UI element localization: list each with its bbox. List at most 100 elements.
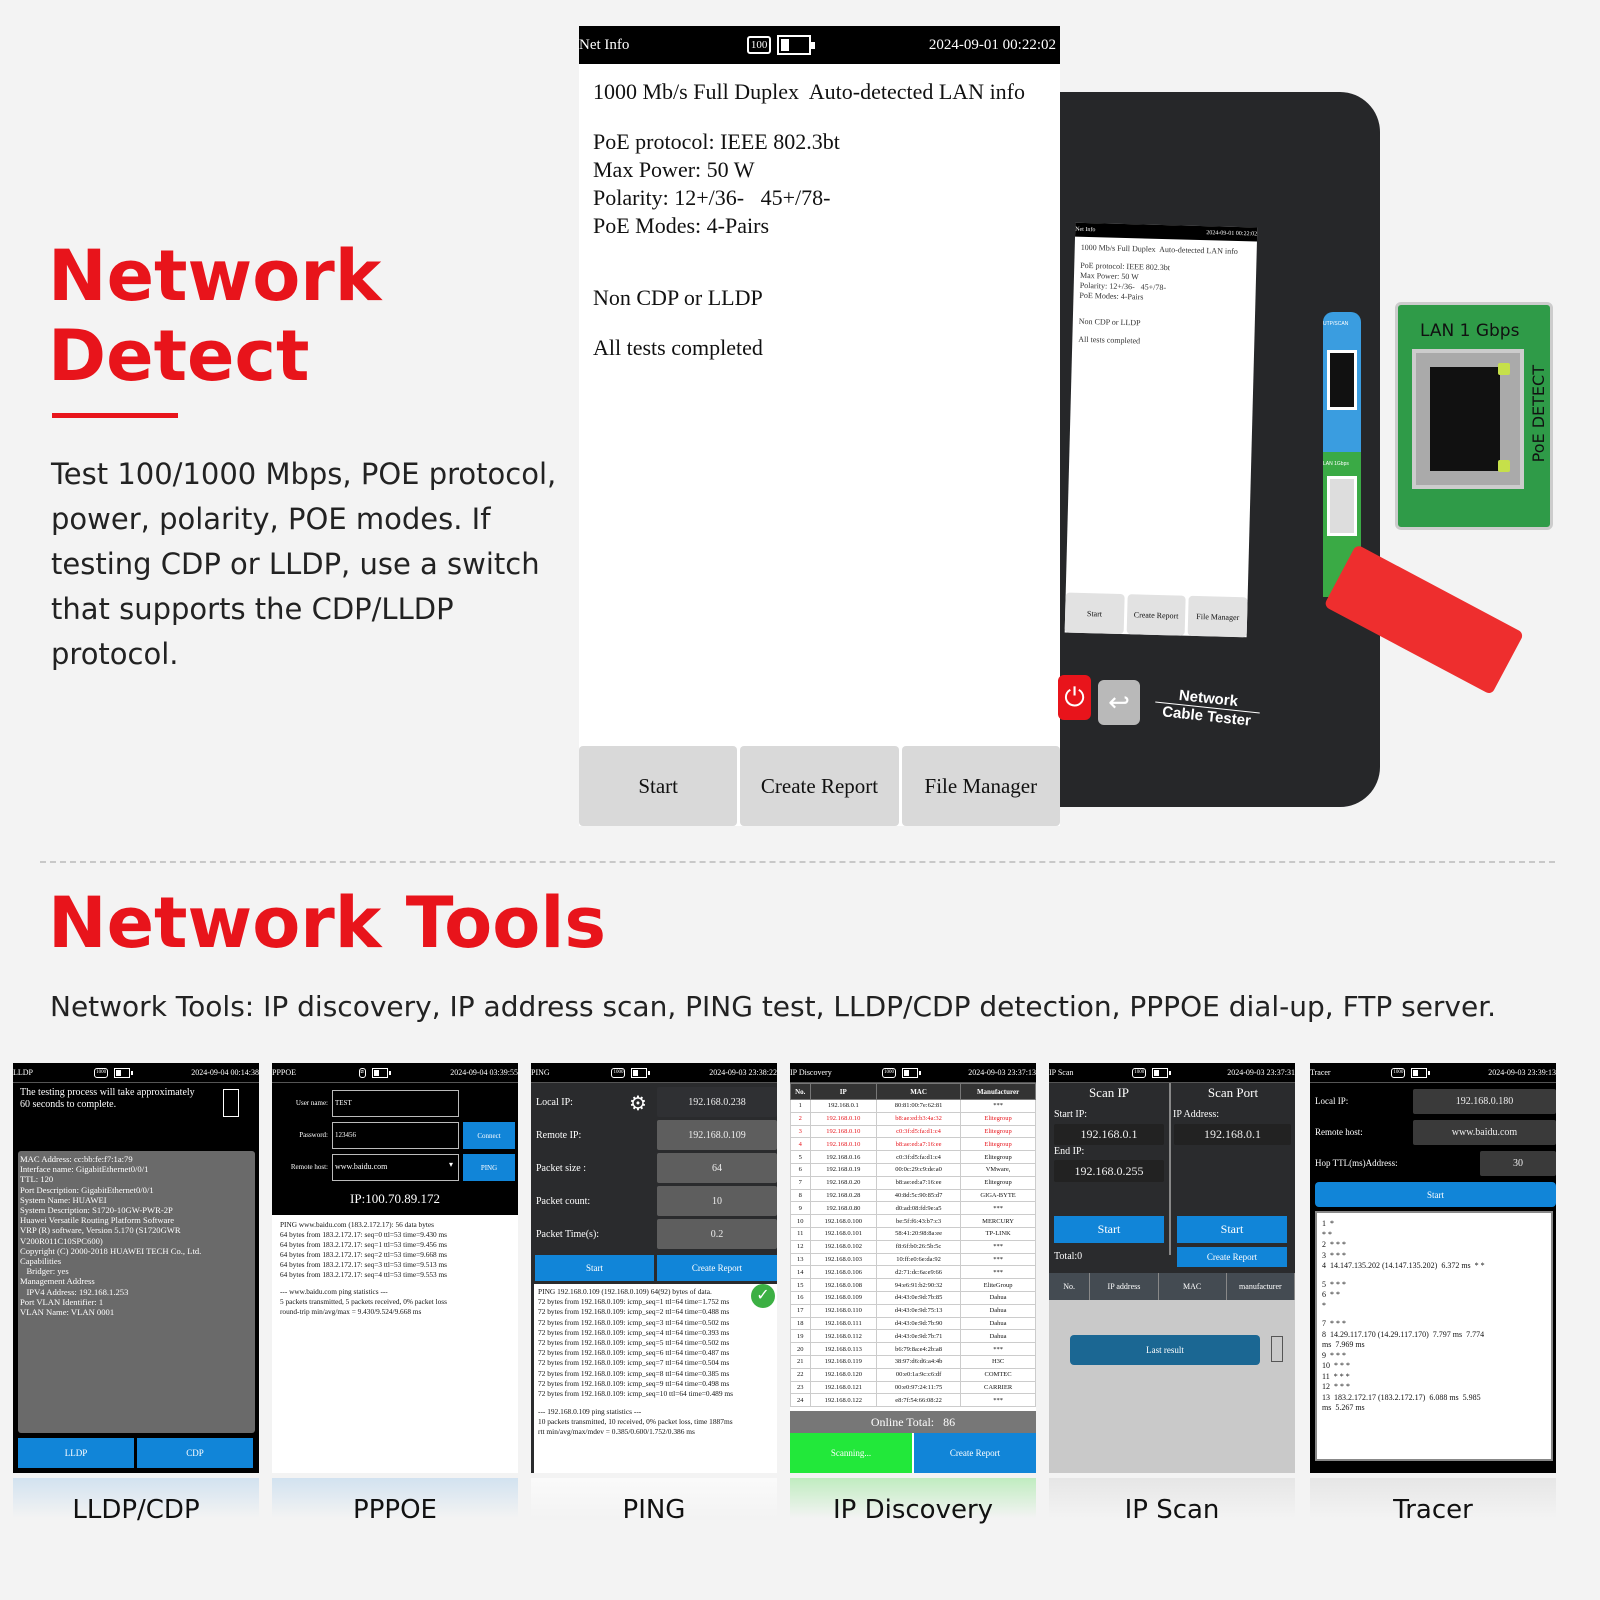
last-result-button[interactable]: Last result	[1070, 1335, 1260, 1365]
device-screen-lines: 1000 Mb/s Full Duplex Auto-detected LAN …	[1072, 237, 1257, 356]
remote-host-input[interactable]: www.baidu.com	[1413, 1120, 1556, 1145]
remote-host-select[interactable]: www.baidu.com	[332, 1154, 459, 1181]
file-manager-button[interactable]: File Manager	[901, 746, 1060, 826]
table-cell: 192.168.0.28	[809, 1188, 877, 1203]
end-ip-input[interactable]: 192.168.0.255	[1054, 1160, 1164, 1182]
ping-line: 64 bytes from 183.2.172.17: seq=0 ttl=53…	[280, 1230, 447, 1239]
battery-icon	[371, 1067, 391, 1078]
table-cell: f8:6f:b0:26:5b:5c	[875, 1239, 962, 1254]
connect-button[interactable]: Connect	[463, 1122, 515, 1149]
network-speed-icon: 1000	[94, 1067, 109, 1078]
table-cell: 192.168.0.10	[809, 1124, 877, 1139]
ping-line: rtt min/avg/max/mdev = 0.385/0.600/1.752…	[538, 1427, 695, 1437]
network-speed-icon: 1000	[611, 1067, 626, 1078]
create-report-button[interactable]: Create Report	[1177, 1247, 1287, 1267]
table-cell: 16	[790, 1290, 811, 1305]
ping-button[interactable]: PING	[463, 1154, 515, 1181]
datetime: 2024-09-03 23:39:13	[1488, 1068, 1556, 1077]
start-ip-input[interactable]: 192.168.0.1	[1054, 1124, 1164, 1145]
field-value[interactable]: 10	[657, 1186, 777, 1216]
device-file-button: File Manager	[1187, 595, 1248, 638]
field-value[interactable]: 0.2	[657, 1219, 777, 1249]
table-cell: 20	[790, 1342, 811, 1356]
port-switch-icon[interactable]	[1271, 1336, 1283, 1362]
trace-line: 11 * * *	[1322, 1371, 1350, 1381]
field-label: Packet Time(s):	[536, 1229, 600, 1240]
lldp-line: Huawei Versatile Routing Platform Softwa…	[20, 1215, 175, 1226]
start-button[interactable]: Start	[535, 1255, 654, 1281]
table-cell: 192.168.0.106	[809, 1265, 877, 1280]
lldp-line: System Description: S1720-10GW-PWR-2P	[20, 1205, 173, 1216]
create-report-button[interactable]: Create Report	[914, 1433, 1036, 1473]
online-total-label: Online Total:	[870, 1415, 935, 1429]
scan-ip-start-button[interactable]: Start	[1054, 1216, 1164, 1243]
create-report-button[interactable]: Create Report	[657, 1255, 777, 1281]
info-line	[593, 106, 1046, 128]
start-button[interactable]: Start	[579, 746, 738, 826]
reflection	[13, 1478, 259, 1518]
gear-icon[interactable]: ⚙	[629, 1093, 647, 1115]
ping-line: 64 bytes from 183.2.172.17: seq=3 ttl=53…	[280, 1260, 447, 1269]
cdp-button[interactable]: CDP	[137, 1438, 253, 1468]
table-cell: 192.168.0.102	[809, 1239, 877, 1254]
table-cell: TP-LINK	[960, 1226, 1036, 1241]
table-cell: d4:43:0e:9d:7b:85	[875, 1290, 962, 1305]
table-cell: 192.168.0.1	[809, 1099, 877, 1113]
battery-icon	[901, 1067, 921, 1078]
password-input[interactable]: 123456	[332, 1122, 459, 1149]
create-report-button[interactable]: Create Report	[740, 746, 899, 826]
caption-ip-discovery: IP Discovery	[832, 1495, 994, 1525]
username-input[interactable]: TEST	[332, 1090, 459, 1117]
ping-line: PING 192.168.0.109 (192.168.0.109) 64(92…	[538, 1287, 712, 1296]
trace-line: * *	[1322, 1229, 1332, 1239]
ping-line: round-trip min/avg/max = 9.430/9.524/9.6…	[280, 1307, 422, 1317]
field-value[interactable]: 64	[657, 1153, 777, 1183]
port-ip-input[interactable]: 192.168.0.1	[1174, 1124, 1291, 1145]
hop-ttl-input[interactable]: 30	[1480, 1151, 1556, 1176]
chevron-down-icon[interactable]: ▾	[449, 1160, 454, 1169]
ping-line: 72 bytes from 192.168.0.109: icmp_seq=10…	[538, 1389, 734, 1399]
port-switch-icon[interactable]	[223, 1089, 239, 1117]
table-cell: 12	[790, 1239, 811, 1254]
info-line: 1000 Mb/s Full Duplex Auto-detected LAN …	[593, 79, 1026, 104]
field-value[interactable]: 192.168.0.109	[657, 1120, 777, 1150]
lldp-line: Interface name: GigabitEthernet0/0/1	[20, 1164, 149, 1175]
table-cell: 192.168.0.112	[809, 1329, 877, 1344]
ping-output: PING 192.168.0.109 (192.168.0.109) 64(92…	[534, 1284, 777, 1473]
table-cell: ***	[960, 1099, 1036, 1113]
scan-port-start-button[interactable]: Start	[1177, 1216, 1287, 1243]
net-info-lines: 1000 Mb/s Full Duplex Auto-detected LAN …	[579, 64, 1060, 376]
scanning-button[interactable]: Scanning...	[790, 1433, 912, 1473]
trace-line: 1 *	[1322, 1219, 1334, 1228]
start-button[interactable]: Start	[1315, 1182, 1556, 1207]
field-label: Packet size :	[536, 1163, 586, 1174]
lldp-button[interactable]: LLDP	[18, 1438, 134, 1468]
table-cell: 00:e0:97:24:11:75	[875, 1380, 962, 1395]
datetime: 2024-09-03 23:38:22	[709, 1068, 777, 1077]
status-bar: Net Info 100 2024-09-01 00:22:02	[579, 26, 1060, 64]
